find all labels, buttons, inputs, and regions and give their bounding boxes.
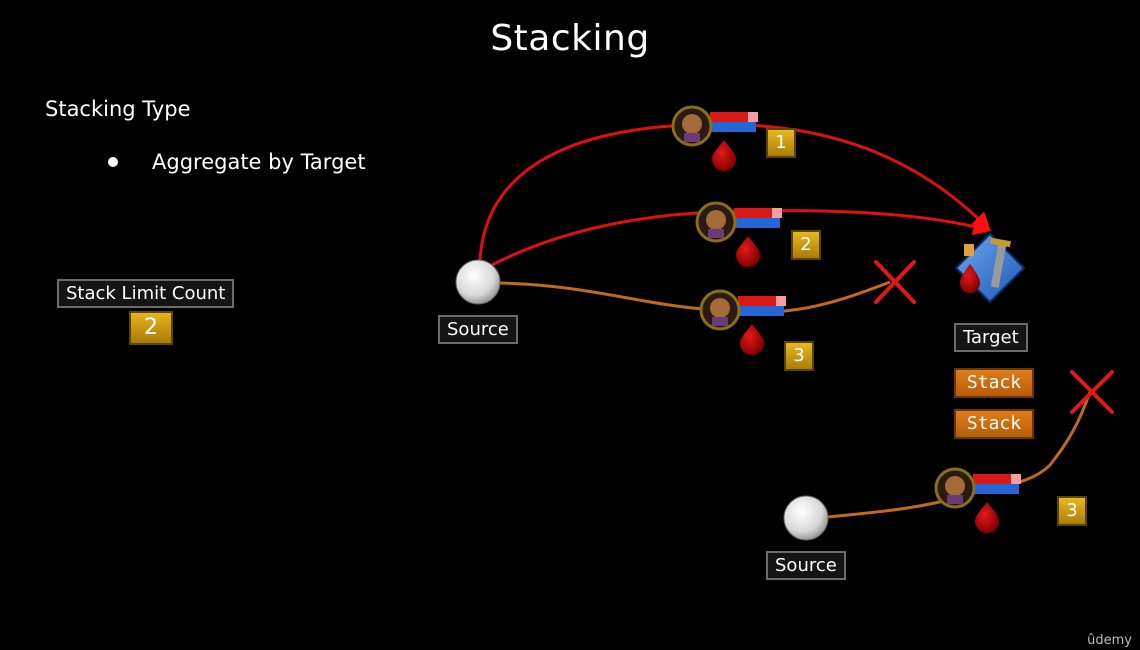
source-label-bottom: Source [766,551,846,580]
rejected-path-3 [497,280,891,314]
reject-x-icon-top [874,260,916,304]
stack-badge-2: Stack [954,409,1034,439]
source-label-top: Source [438,315,518,344]
source-node-bottom [783,495,829,541]
effect-number-badge-2: 2 [791,230,821,260]
bullet-text: Aggregate by Target [152,150,366,174]
effect-number-badge-1: 1 [766,128,796,158]
effect-icon-1 [671,105,758,171]
reject-x-icon-bottom [1070,370,1114,414]
udemy-watermark: ûdemy [1087,633,1132,648]
stack-limit-value: 2 [129,311,173,345]
slide-title: Stacking [490,18,650,59]
bullet-dot-icon [108,157,118,167]
effect-icon-bottom [934,467,1021,533]
stack-badge-1: Stack [954,368,1034,398]
effect-number-badge-3: 3 [784,341,814,371]
source-node-top [455,259,501,305]
stacking-type-heading: Stacking Type [45,97,191,121]
target-icon [954,232,1026,304]
target-label: Target [954,323,1028,352]
bullet-item: Aggregate by Target [108,150,366,174]
stack-limit-label: Stack Limit Count [57,279,235,308]
effect-icon-3 [699,289,786,355]
effect-number-badge-bottom: 3 [1057,496,1087,526]
effect-icon-2 [695,201,782,267]
